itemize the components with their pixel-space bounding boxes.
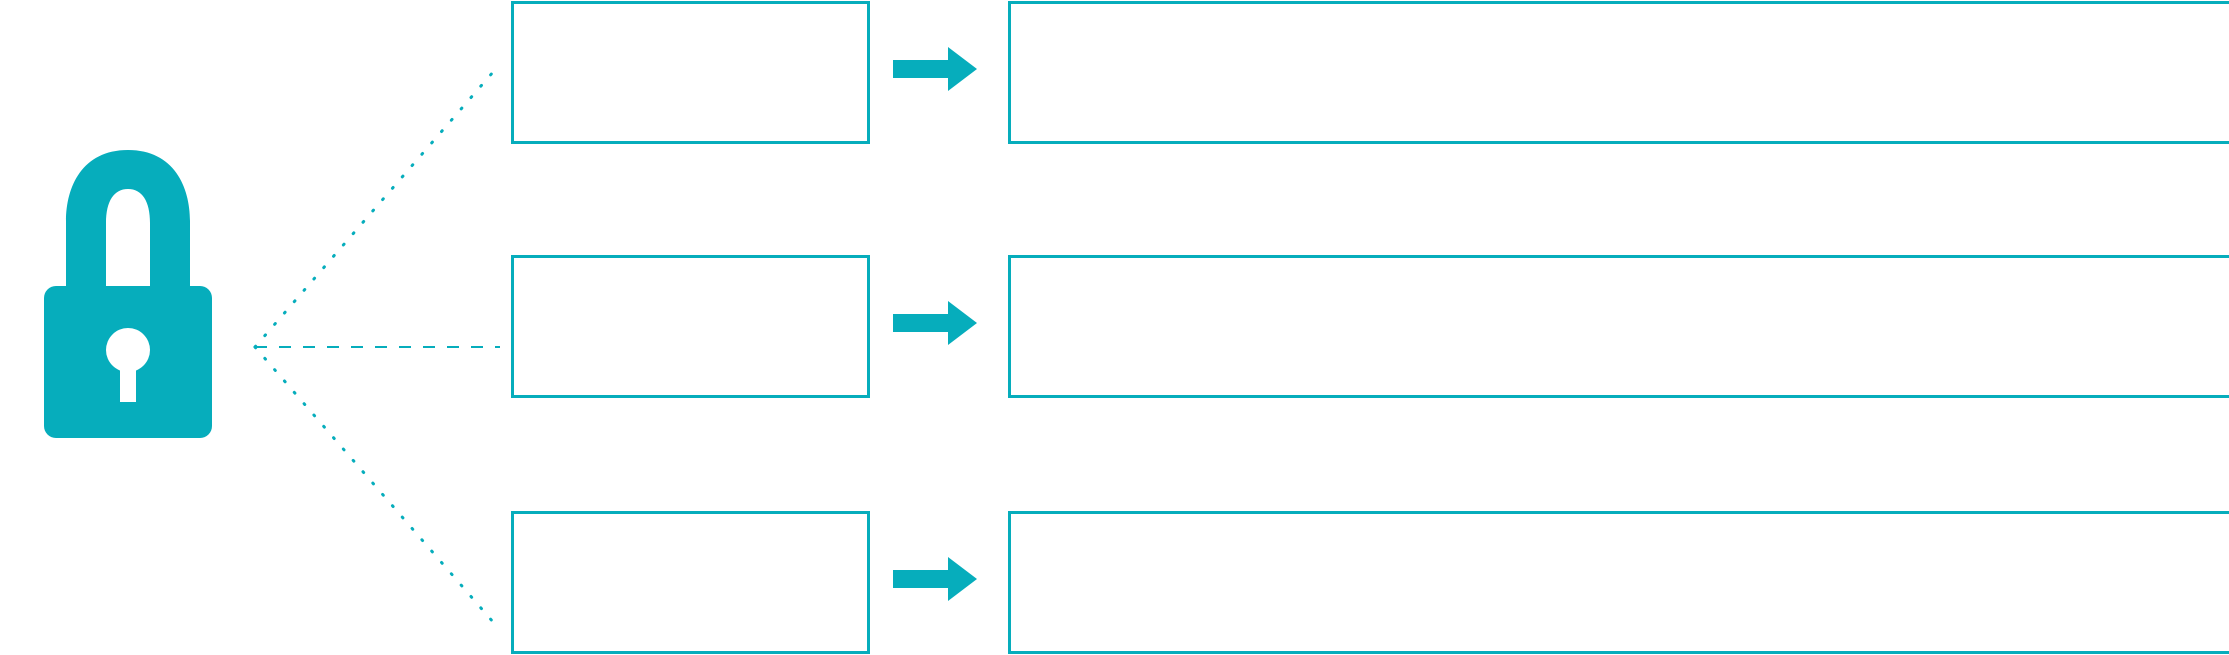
- stage-box[interactable]: [511, 1, 870, 144]
- lock-icon: [30, 145, 226, 445]
- lock-shackle: [66, 150, 190, 295]
- right-arrow-icon: [893, 301, 977, 345]
- detail-box[interactable]: [1008, 255, 2229, 398]
- stage-box[interactable]: [511, 511, 870, 654]
- flow-row: [0, 0, 2229, 144]
- flow-row: [0, 254, 2229, 398]
- arrow-shape: [893, 557, 977, 601]
- right-arrow-icon: [893, 47, 977, 91]
- lock-keyhole-stem: [120, 360, 136, 402]
- arrow-shape: [893, 47, 977, 91]
- right-arrow-icon: [893, 557, 977, 601]
- arrow-shape: [893, 301, 977, 345]
- lock-keyhole-circle: [106, 328, 150, 372]
- detail-box[interactable]: [1008, 511, 2229, 654]
- detail-box[interactable]: [1008, 1, 2229, 144]
- flow-row: [0, 510, 2229, 654]
- stage-box[interactable]: [511, 255, 870, 398]
